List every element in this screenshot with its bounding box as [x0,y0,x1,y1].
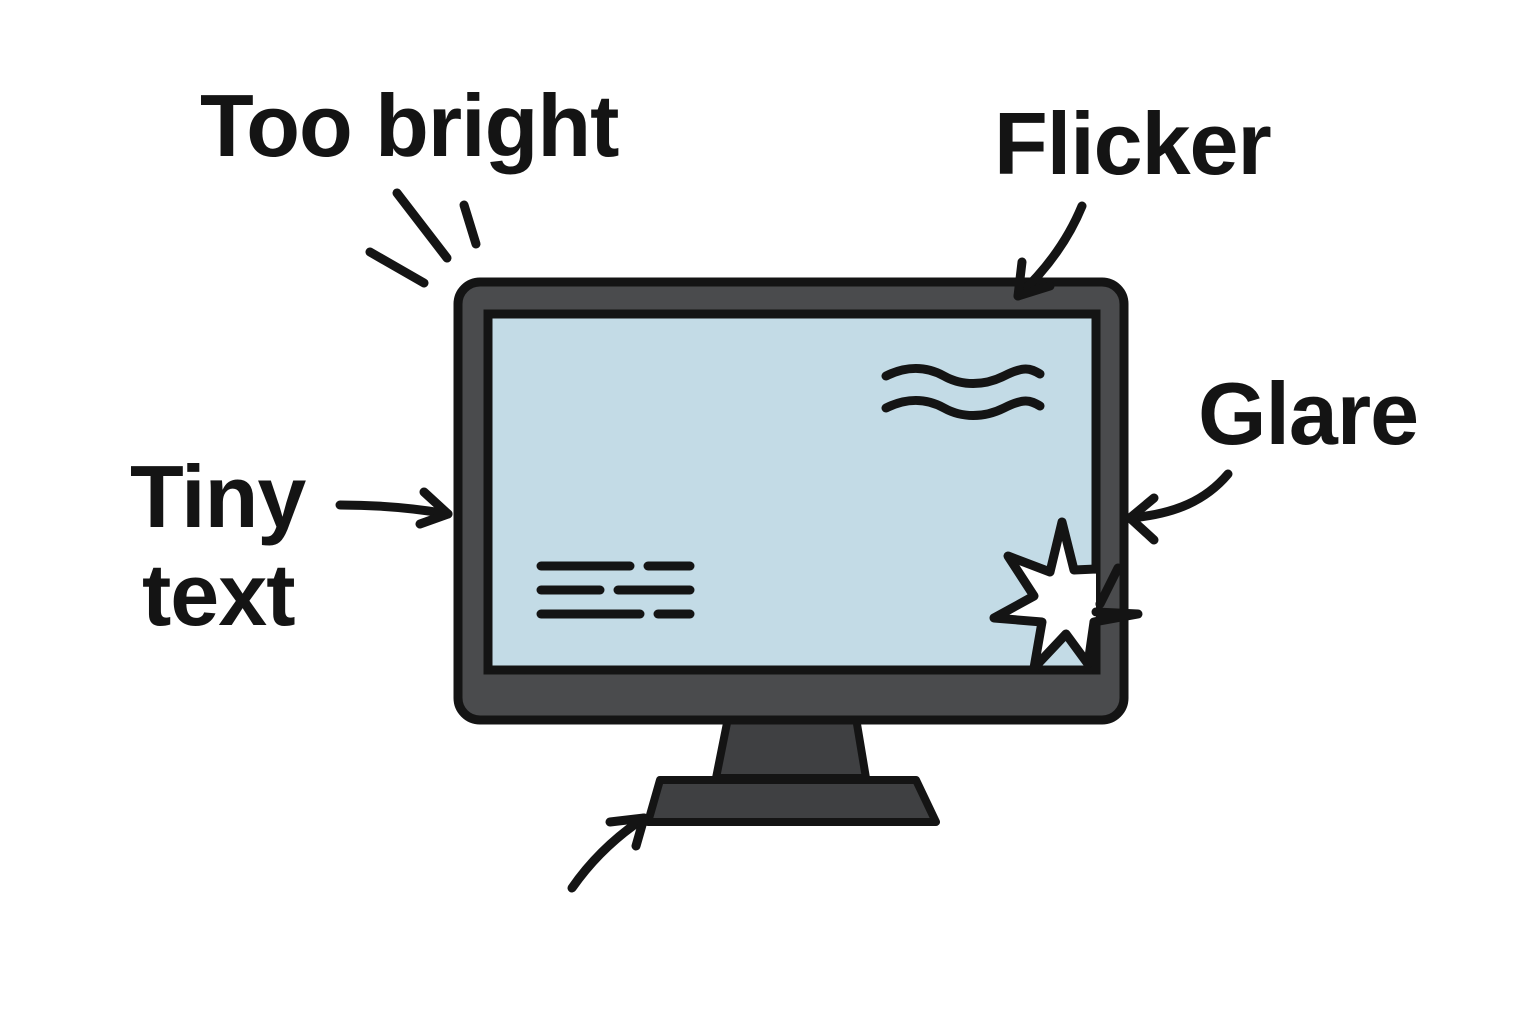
text-lines-icon [536,561,695,619]
tiny-text-label-line2: text [142,545,296,644]
glare-label: Glare [1198,364,1419,463]
glare-arrow-icon [1125,469,1233,545]
flicker-arrow-icon [1013,201,1087,301]
tiny-text-label: Tiny text [130,447,306,644]
flicker-label: Flicker [994,94,1272,193]
monitor-base [644,776,940,826]
tiny-text-label-line1: Tiny [130,447,306,546]
tiny-text-arrow-icon [335,487,453,529]
wavy-lines-icon [881,364,1045,420]
glare-burst-outer [1089,563,1143,627]
base-arrow-icon [567,813,649,893]
too-bright-label: Too bright [200,76,619,175]
brightness-rays-icon [365,188,481,288]
monitor-neck [712,714,870,782]
glare-burst-icon [989,517,1096,670]
